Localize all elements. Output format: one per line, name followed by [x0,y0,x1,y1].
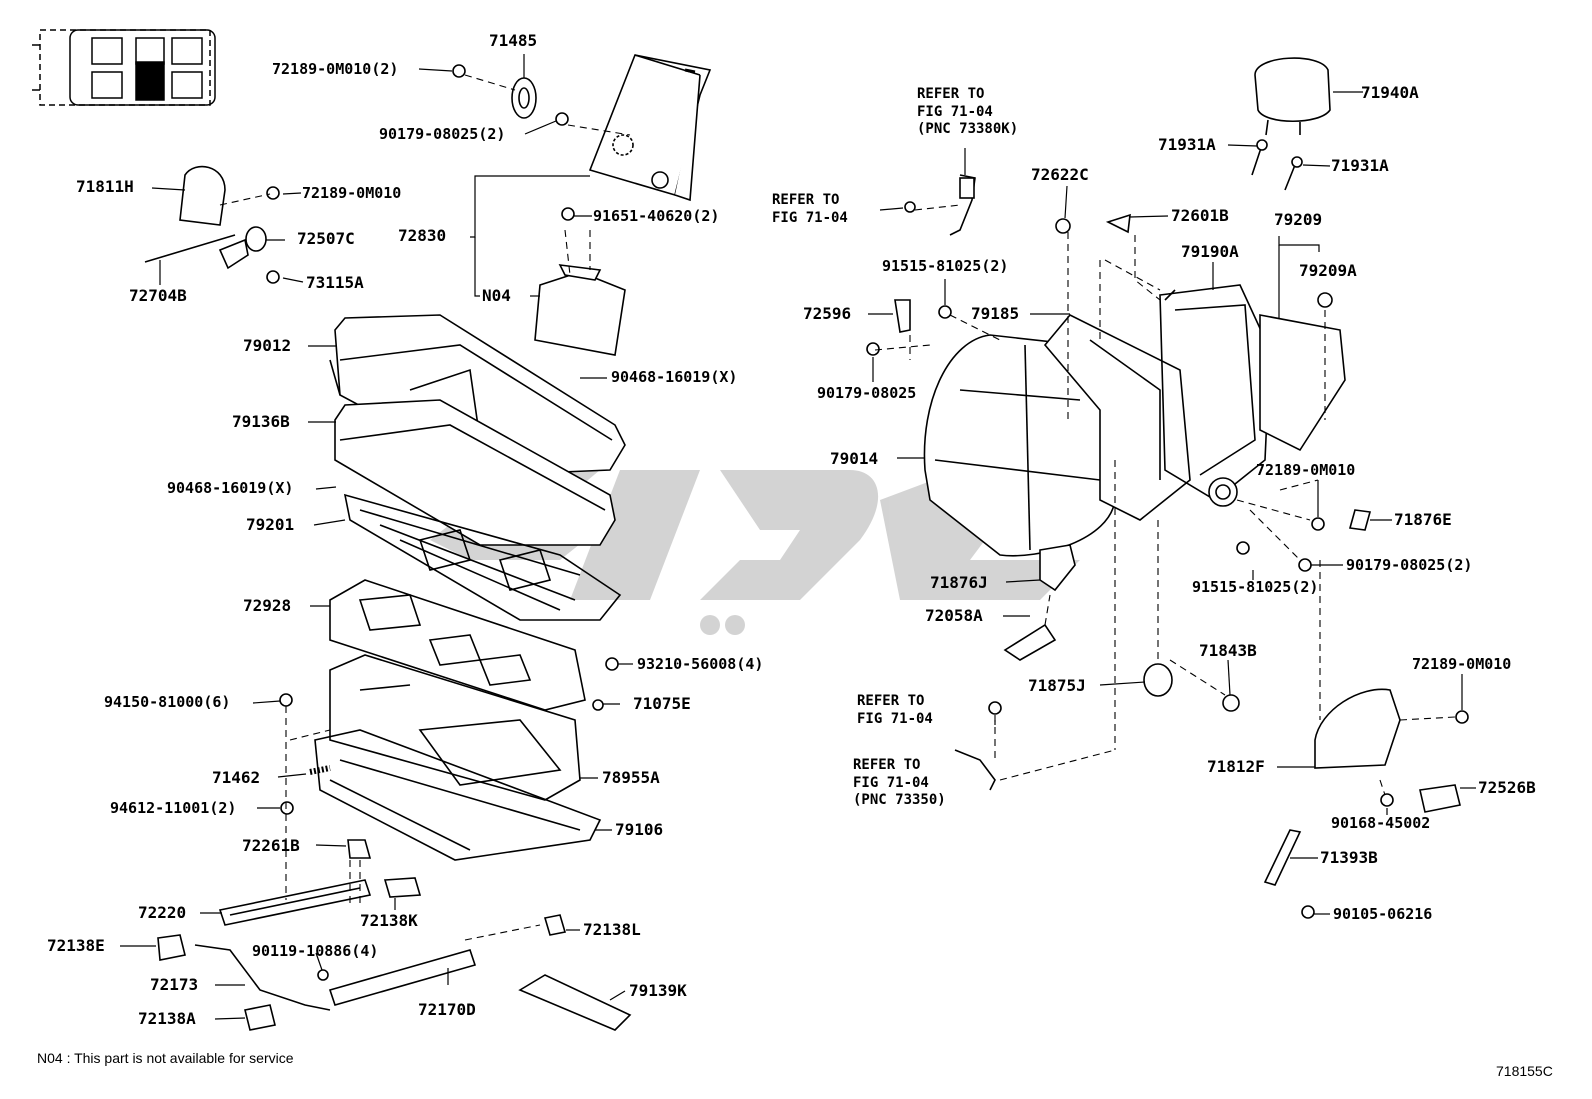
label-71875J: 71875J [1028,676,1086,695]
label-90468-16019-X-top: 90468-16019(X) [611,368,738,386]
label-79209A: 79209A [1299,261,1357,280]
label-72507C: 72507C [297,229,355,248]
label-72138L: 72138L [583,920,641,939]
vehicle-seat-position-icon [32,29,216,106]
label-71811H: 71811H [76,177,134,196]
label-78955A: 78955A [602,768,660,787]
label-71931A-left: 71931A [1158,135,1216,154]
label-71876J: 71876J [930,573,988,592]
label-refer-fig-71-04-b: REFER TO FIG 71-04 [857,693,933,727]
label-79201: 79201 [246,515,295,534]
label-90179-08025-2-top: 90179-08025(2) [379,125,506,143]
leader-lines [120,54,1476,1020]
label-94150-81000-6: 94150-81000(6) [104,693,231,711]
label-72601B: 72601B [1171,206,1229,225]
label-72189-0M010-2-top: 72189-0M010(2) [272,60,399,78]
label-71812F: 71812F [1207,757,1265,776]
label-72928: 72928 [243,596,292,615]
label-N04: N04 [482,286,511,305]
label-90468-16019-X-left: 90468-16019(X) [167,479,294,497]
label-72058A: 72058A [925,606,983,625]
label-72704B: 72704B [129,286,187,305]
label-72189-0M010-r1: 72189-0M010 [1256,461,1356,479]
label-71462: 71462 [212,768,261,787]
label-94612-11001-2: 94612-11001(2) [110,799,237,817]
label-79185: 79185 [971,304,1020,323]
label-90119-10886-4: 90119-10886(4) [252,942,379,960]
label-72596: 72596 [803,304,852,323]
label-72526B: 72526B [1478,778,1536,797]
label-71485: 71485 [489,31,538,50]
label-79139K: 79139K [629,981,687,1000]
label-72220: 72220 [138,903,187,922]
dashed-assembly-lines [219,74,1456,941]
label-79012: 79012 [243,336,292,355]
label-72138A: 72138A [138,1009,196,1028]
label-refer-fig-71-04-a: REFER TO FIG 71-04 [772,192,848,226]
label-71075E: 71075E [633,694,691,713]
label-72830: 72830 [398,226,447,245]
right-seatback-group [866,57,1469,919]
label-79190A: 79190A [1181,242,1239,261]
label-73115A: 73115A [306,273,364,292]
label-71940A: 71940A [1361,83,1419,102]
label-79106: 79106 [615,820,664,839]
footnote-n04: N04 : This part is not available for ser… [37,1050,294,1066]
label-72261B: 72261B [242,836,300,855]
figure-code: 718155C [1496,1063,1553,1079]
label-72173: 72173 [150,975,199,994]
label-79014: 79014 [830,449,879,468]
label-91651-40620-2: 91651-40620(2) [593,207,720,225]
label-79209: 79209 [1274,210,1323,229]
label-72189-0M010-r2: 72189-0M010 [1412,655,1512,673]
label-71393B: 71393B [1320,848,1378,867]
label-93210-56008-4: 93210-56008(4) [637,655,764,673]
label-90179-08025-2-right: 90179-08025(2) [1346,556,1473,574]
label-91515-81025-2-right: 91515-81025(2) [1192,578,1319,596]
label-71843B: 71843B [1199,641,1257,660]
label-91515-81025-2-top: 91515-81025(2) [882,257,1009,275]
label-79136B: 79136B [232,412,290,431]
label-90179-08025-mid: 90179-08025 [817,384,917,402]
label-72189-0M010-left: 72189-0M010 [302,184,402,202]
label-72170D: 72170D [418,1000,476,1019]
label-72622C: 72622C [1031,165,1089,184]
label-90105-06216: 90105-06216 [1333,905,1433,923]
label-refer-fig-71-04-pnc-73350: REFER TO FIG 71-04 (PNC 73350) [853,757,946,808]
label-72138K: 72138K [360,911,418,930]
label-72138E: 72138E [47,936,105,955]
label-refer-fig-71-04-pnc-73380k: REFER TO FIG 71-04 (PNC 73380K) [917,86,1019,137]
label-71931A-right: 71931A [1331,156,1389,175]
label-90168-45002: 90168-45002 [1331,814,1431,832]
label-71876E: 71876E [1394,510,1452,529]
left-seat-group [144,54,712,1031]
